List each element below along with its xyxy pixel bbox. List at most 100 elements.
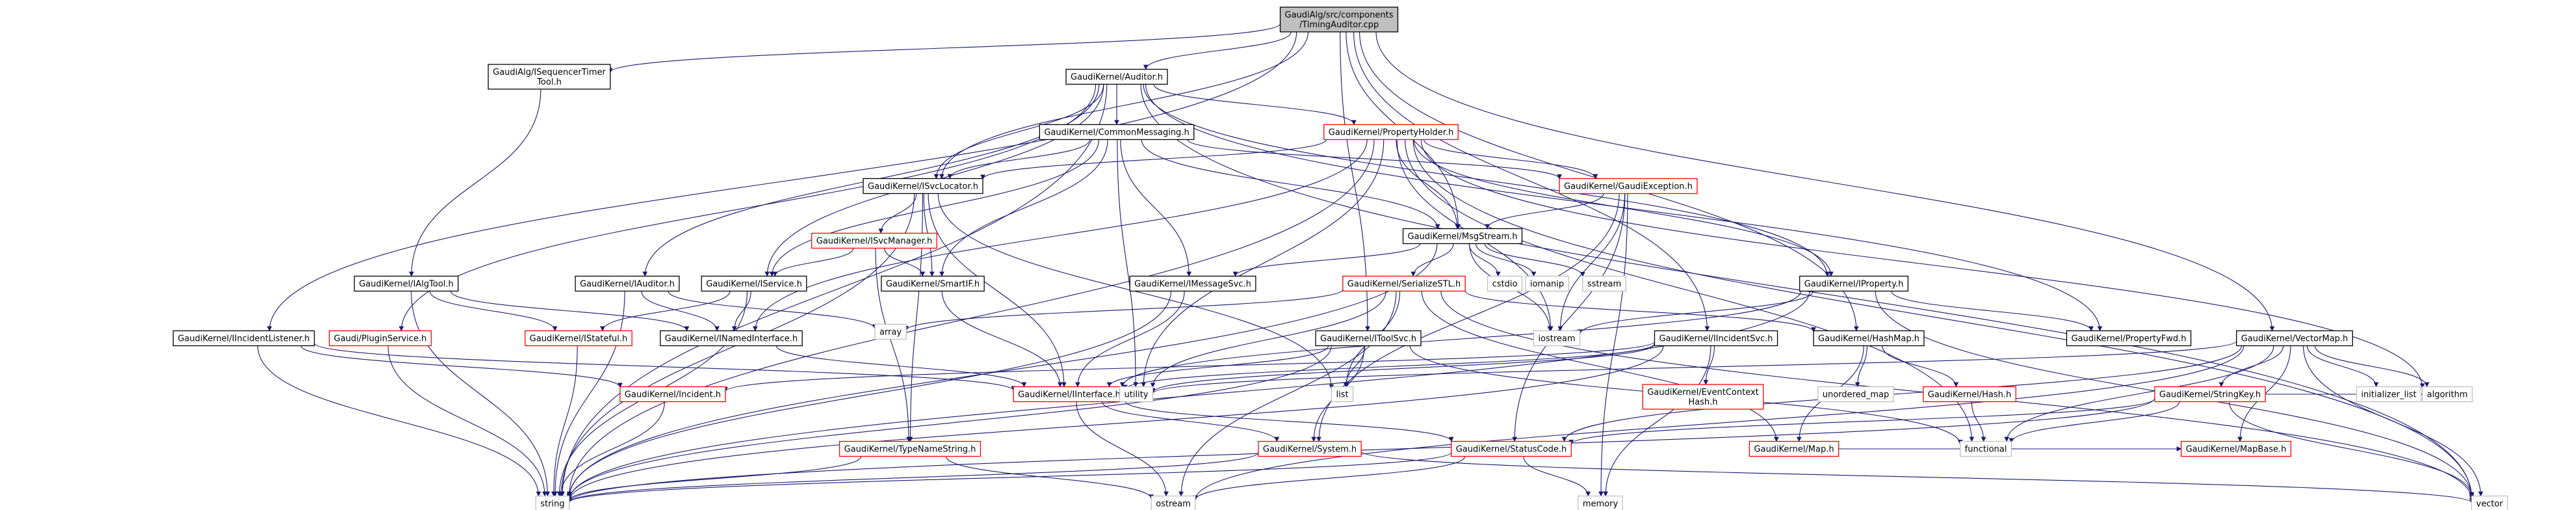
edge-itoolsvc-to-list [1343,345,1366,388]
edge-smartif-to-iinterface [941,291,1063,388]
node-itoolsvc[interactable]: GaudiKernel/IToolSvc.h [1315,330,1422,347]
node-functional-label: functional [1965,445,2007,455]
node-itoolsvc-box [1315,330,1422,347]
dependency-edges [257,23,2484,503]
node-list-label: list [1336,390,1348,400]
node-pluginservice[interactable]: Gaudi/PluginService.h [328,330,432,347]
node-inamedinterface[interactable]: GaudiKernel/INamedInterface.h [660,330,803,347]
node-imsgsvc-box [1129,275,1256,292]
node-auditor[interactable]: GaudiKernel/Auditor.h [1065,68,1168,85]
node-istateful[interactable]: GaudiKernel/IStateful.h [525,330,632,347]
node-isvcloc-box [863,178,983,195]
node-imsgsvc-label: GaudiKernel/IMessageSvc.h [1134,280,1251,289]
node-propholder[interactable]: GaudiKernel/PropertyHolder.h [1323,124,1459,141]
node-vectormap-label: GaudiKernel/VectorMap.h [2241,334,2348,344]
node-cstdio-box [1487,275,1523,292]
edge-stringkey-to-vector [2228,401,2475,497]
edge-pluginservice-to-string [387,345,547,497]
edge-system-to-vector [1360,451,2474,503]
edge-auditor-to-iproperty [1143,84,1830,277]
edge-itoolsvc-to-iinterface [1106,345,1329,388]
node-statuscode[interactable]: GaudiKernel/StatusCode.h [1451,440,1572,457]
node-iincidentlistener[interactable]: GaudiKernel/IIncidentListener.h [172,330,315,347]
edge-typenamestring-to-ostream [945,456,1154,500]
node-smartif-label: GaudiKernel/SmartIF.h [886,280,980,289]
edge-auditor-to-isvcloc [933,84,1104,180]
node-system[interactable]: GaudiKernel/System.h [1258,440,1362,457]
node-isvcmgr[interactable]: GaudiKernel/ISvcManager.h [811,232,937,249]
node-iincidentsvc[interactable]: GaudiKernel/IIncidentSvc.h [1654,330,1778,347]
node-isvcmgr-box [811,232,937,249]
edge-root-to-iincidentsvc [1353,31,1710,332]
edge-gaudiexc-to-memory [1598,193,1628,497]
edge-propholder-to-msgstream [1396,139,1460,230]
node-pluginservice-box [328,330,432,347]
node-iservice[interactable]: GaudiKernel/IService.h [701,275,807,292]
node-map-label: GaudiKernel/Map.h [1754,445,1834,455]
edge-hash-to-functional [1971,401,1986,442]
edge-vectormap-to-functional [2004,345,2274,442]
node-ialgtool-label: GaudiKernel/IAlgTool.h [359,280,454,289]
edge-commonmsg-to-msgstream [1141,139,1440,230]
node-msgstream[interactable]: GaudiKernel/MsgStream.h [1402,228,1523,245]
node-auditor-label: GaudiKernel/Auditor.h [1071,73,1163,83]
node-algorithm: algorithm [2421,386,2473,403]
node-stringkey[interactable]: GaudiKernel/StringKey.h [2154,386,2266,403]
node-propertyfwd-box [2066,330,2192,347]
node-memory-box [1578,495,1623,510]
node-stringkey-box [2154,386,2266,403]
node-mapbase[interactable]: GaudiKernel/MapBase.h [2180,440,2292,457]
node-msgstream-label: GaudiKernel/MsgStream.h [1407,232,1517,242]
edge-root-to-vectormap [1375,31,2275,332]
node-imsgsvc[interactable]: GaudiKernel/IMessageSvc.h [1129,275,1256,292]
node-root[interactable]: GaudiAlg/src/components/TimingAuditor.cp… [1279,7,1399,33]
node-ialgtool[interactable]: GaudiKernel/IAlgTool.h [354,275,459,292]
node-iomanip-box [1525,275,1569,292]
edge-commonmsg-to-gaudiexc [1187,139,1562,180]
edge-iincidentsvc-to-eventcontexthash [1703,345,1715,385]
node-cstdio: cstdio [1487,275,1523,292]
node-iostream-label: iostream [1538,334,1575,344]
node-mapbase-box [2180,440,2292,457]
node-gaudiexc-label: GaudiKernel/GaudiException.h [1564,182,1693,192]
node-eventcontexthash-label: Hash.h [1688,397,1717,407]
edge-seqtimer-to-ialgtool [409,88,541,277]
dependency-nodes: GaudiAlg/src/components/TimingAuditor.cp… [172,7,2508,510]
node-list-box [1331,386,1354,403]
node-iostream-box [1533,330,1581,347]
node-iauditor[interactable]: GaudiKernel/IAuditor.h [575,275,680,292]
node-iservice-box [701,275,807,292]
node-hash[interactable]: GaudiKernel/Hash.h [1923,386,2016,403]
node-typenamestring[interactable]: GaudiKernel/TypeNameString.h [839,440,982,457]
node-serializestl[interactable]: GaudiKernel/SerializeSTL.h [1342,275,1466,292]
node-iincident[interactable]: GaudiKernel/Incident.h [619,386,726,403]
node-map[interactable]: GaudiKernel/Map.h [1749,440,1840,457]
edge-system-to-string [567,452,1259,503]
node-isvcloc[interactable]: GaudiKernel/ISvcLocator.h [863,178,983,195]
node-hashmap-label: GaudiKernel/HashMap.h [1818,334,1919,344]
node-iinterface[interactable]: GaudiKernel/IInterface.h [1013,386,1126,403]
edge-iincidentsvc-to-string [566,345,1664,502]
node-smartif[interactable]: GaudiKernel/SmartIF.h [881,275,985,292]
node-typenamestring-label: GaudiKernel/TypeNameString.h [844,445,976,455]
node-memory: memory [1578,495,1623,510]
node-system-label: GaudiKernel/System.h [1263,445,1357,455]
node-unorderedmap-label: unordered_map [1823,390,1890,400]
node-iproperty-box [1799,275,1909,292]
edge-isvcmgr-to-typenamestring [875,248,911,442]
edge-root-to-auditor [1143,31,1292,70]
node-hashmap[interactable]: GaudiKernel/HashMap.h [1813,330,1925,347]
edge-isvcmgr-to-iservice [772,248,854,277]
edge-ialgtool-to-inamedinterface [450,291,690,332]
node-commonmsg[interactable]: GaudiKernel/CommonMessaging.h [1039,124,1195,141]
node-array: array [874,323,907,340]
edge-vectormap-to-vector [2303,345,2484,497]
edge-iincidentsvc-to-iinterface [1123,343,1656,390]
node-gaudiexc[interactable]: GaudiKernel/GaudiException.h [1559,178,1698,195]
node-msgstream-box [1402,228,1523,245]
node-vectormap[interactable]: GaudiKernel/VectorMap.h [2236,330,2353,347]
node-propertyfwd[interactable]: GaudiKernel/PropertyFwd.h [2066,330,2192,347]
node-iproperty[interactable]: GaudiKernel/IProperty.h [1799,275,1909,292]
